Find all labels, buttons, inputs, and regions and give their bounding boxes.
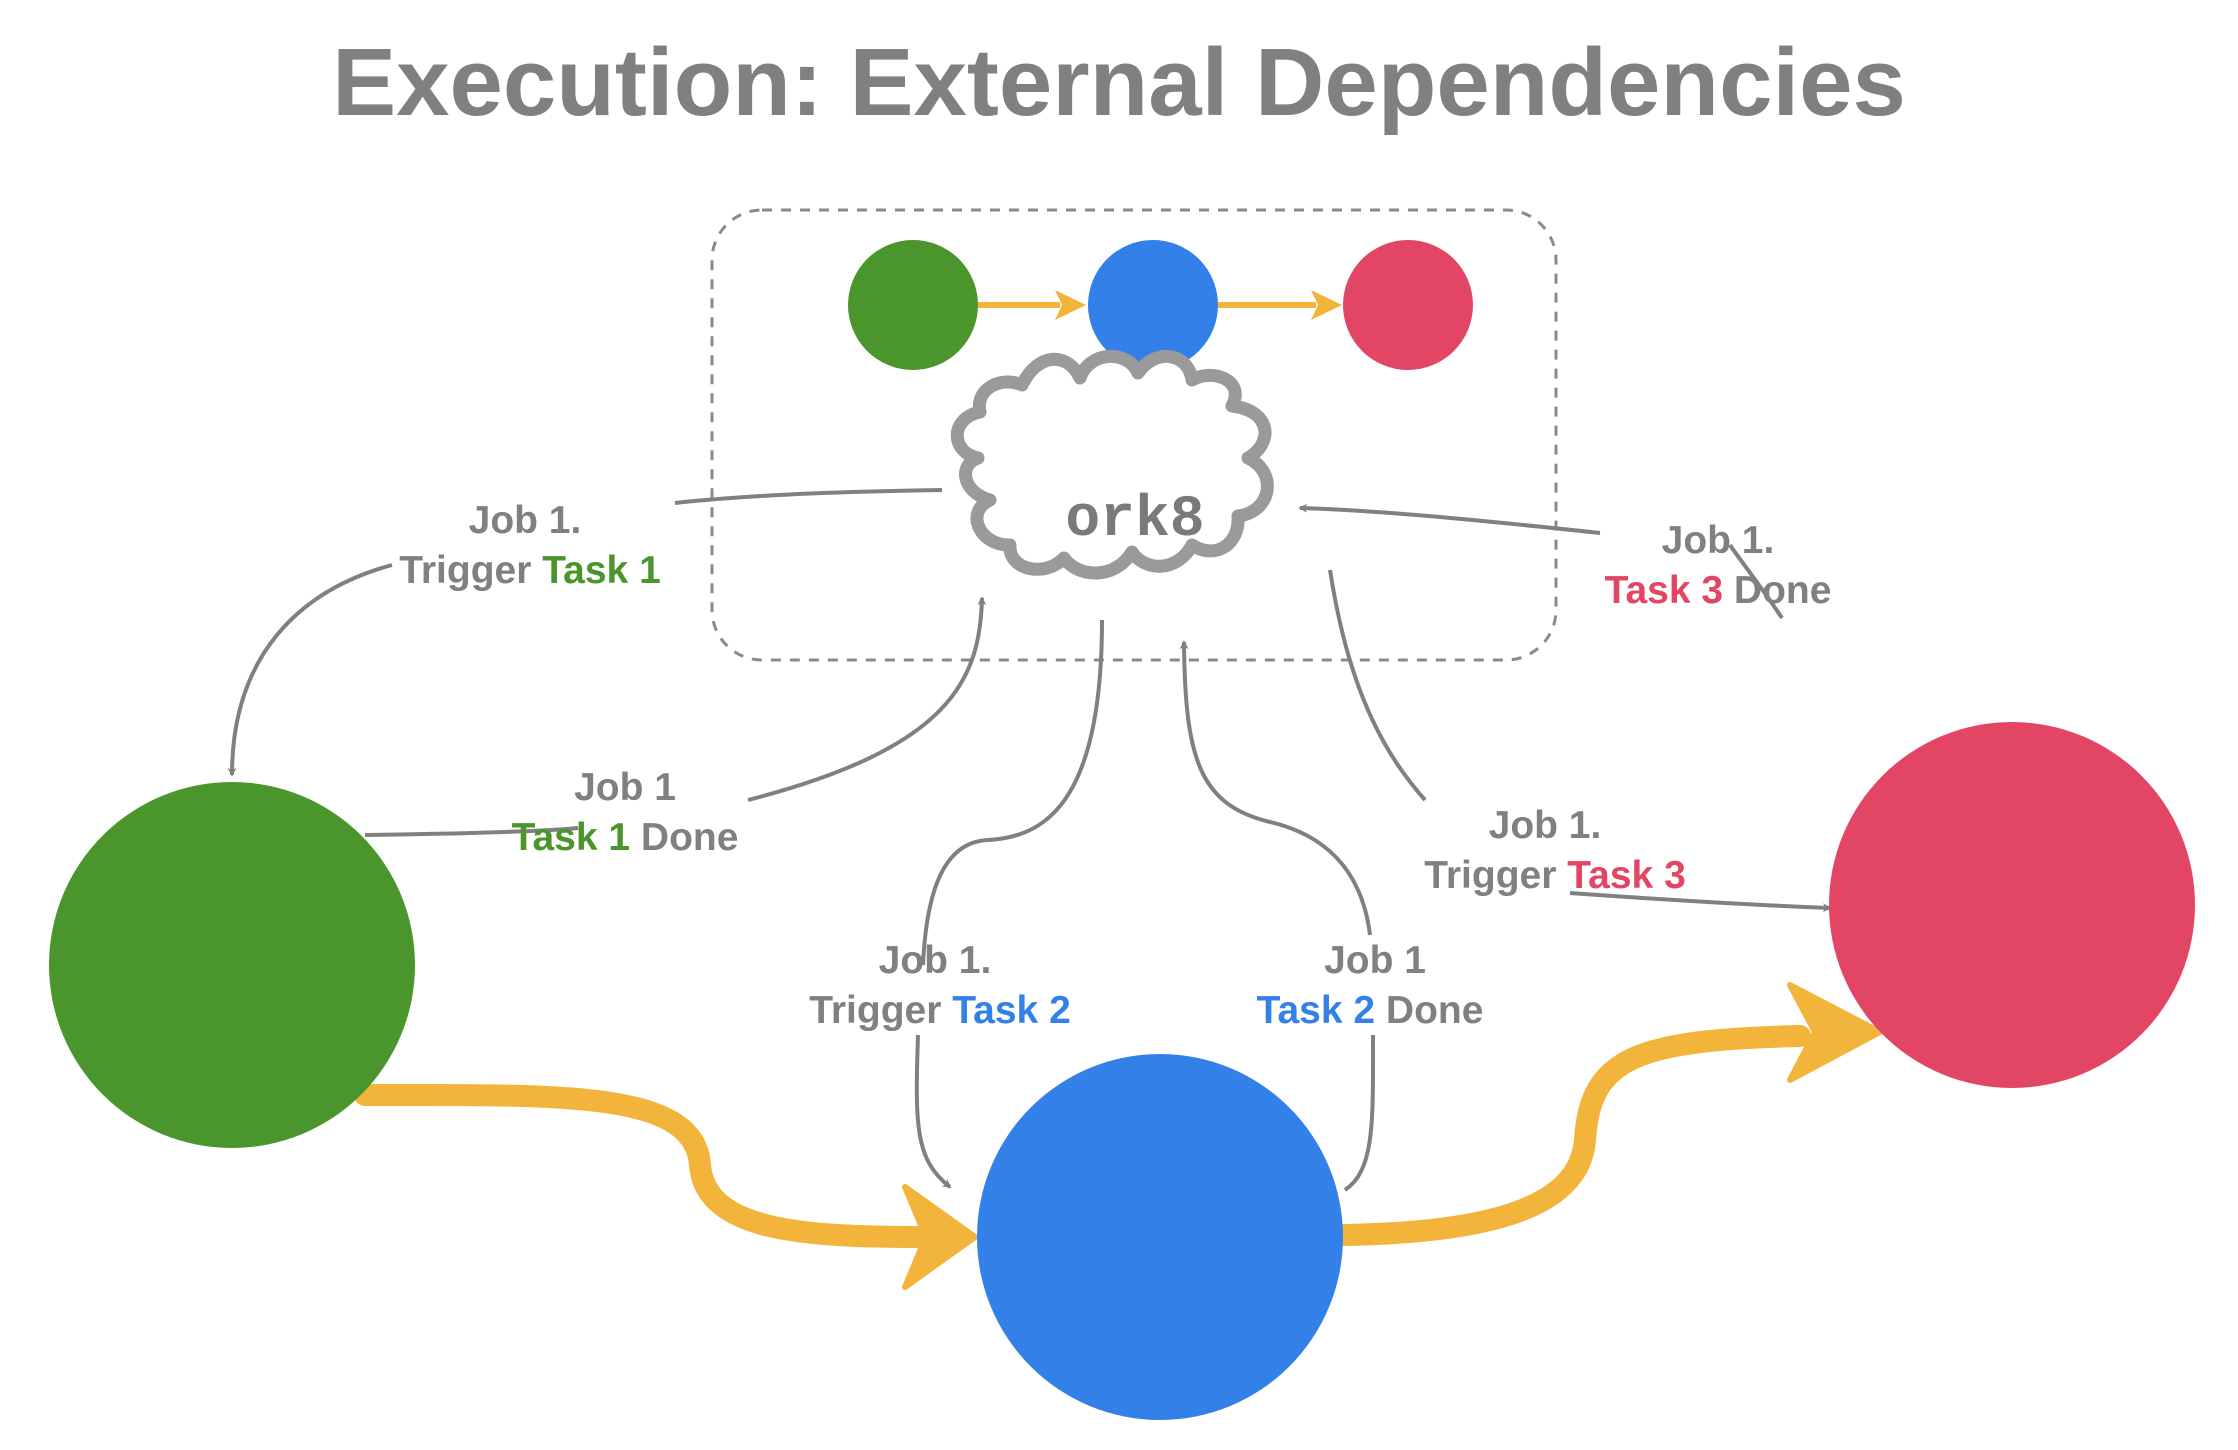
svg-text:Job 1: Job 1 (574, 766, 676, 809)
label-suffix: Done (1723, 569, 1831, 612)
ork8-cloud: ork8 (950, 349, 1274, 580)
label-prefix: Trigger (1424, 854, 1567, 897)
svg-text:Job 1.: Job 1. (1489, 804, 1602, 847)
svg-text:Trigger Task 3: Trigger Task 3 (1424, 854, 1686, 897)
arrow-trigger-task1-upper (674, 488, 943, 505)
label-task-name: Task 3 (1567, 854, 1686, 897)
task2-node (977, 1054, 1343, 1420)
label-job-line: Job 1. (469, 499, 582, 542)
label-trigger-task1: Job 1. Trigger Task 1 (399, 499, 661, 592)
mini-flow-arrowhead-1-2 (1055, 290, 1086, 320)
mini-dependency-chain (848, 240, 1473, 370)
arrow-task2-done (1184, 642, 1376, 1192)
svg-text:Task 2 Done: Task 2 Done (1257, 989, 1484, 1032)
svg-text:Trigger Task 1: Trigger Task 1 (399, 549, 661, 592)
diagram-title: Execution: External Dependencies (332, 29, 1906, 136)
orchestrator-boundary (710, 208, 1558, 662)
label-task-name: Task 1 (512, 816, 631, 859)
cloud-icon (950, 349, 1274, 580)
task3-node (1829, 722, 2195, 1088)
arrow-task3-done (1298, 503, 1601, 535)
label-task2-done: Job 1 Task 2 Done (1257, 939, 1484, 1032)
arrow-task1-done-lower (364, 826, 579, 837)
label-task-name: Task 2 (952, 989, 1071, 1032)
label-task-name: Task 1 (542, 549, 661, 592)
label-task3-done: Job 1. Task 3 Done (1605, 519, 1832, 612)
arrow-trigger-task3-upper (1328, 569, 1427, 802)
svg-text:Job 1.: Job 1. (879, 939, 992, 982)
flow-arrow-task1-to-task2 (354, 1083, 931, 1248)
label-task-name: Task 2 (1257, 989, 1376, 1032)
label-trigger-task2: Job 1. Trigger Task 2 (809, 939, 1071, 1032)
label-job-line: Job 1. (1662, 519, 1775, 562)
svg-text:Job 1.: Job 1. (1662, 519, 1775, 562)
label-task-name: Task 3 (1605, 569, 1724, 612)
orchestrator-label: ork8 (1065, 488, 1204, 553)
arrow-trigger-task1 (227, 563, 393, 777)
label-job-line: Job 1 (574, 766, 676, 809)
svg-text:Task 1 Done: Task 1 Done (512, 816, 739, 859)
arrow-trigger-task2 (914, 1034, 952, 1189)
svg-text:Job 1.: Job 1. (469, 499, 582, 542)
task-flow-arrows (354, 982, 1883, 1290)
mini-task3-node (1343, 240, 1473, 370)
svg-text:Job 1: Job 1 (1324, 939, 1426, 982)
svg-text:Task 3 Done: Task 3 Done (1605, 569, 1832, 612)
label-prefix: Trigger (809, 989, 952, 1032)
label-prefix: Trigger (399, 549, 542, 592)
mini-task1-node (848, 240, 978, 370)
label-suffix: Done (630, 816, 738, 859)
label-suffix: Done (1375, 989, 1483, 1032)
label-job-line: Job 1. (1489, 804, 1602, 847)
task1-node (49, 782, 415, 1148)
flow-arrowhead-task3 (1787, 982, 1883, 1083)
label-job-line: Job 1 (1324, 939, 1426, 982)
label-task1-done: Job 1 Task 1 Done (512, 766, 739, 859)
svg-text:Trigger Task 2: Trigger Task 2 (809, 989, 1071, 1032)
arrow-task1-done (747, 596, 987, 802)
flow-arrowhead-task2 (902, 1184, 978, 1290)
flow-arrow-task2-to-task3 (1334, 1025, 1811, 1246)
mini-flow-arrowhead-2-3 (1311, 290, 1342, 320)
arrow-task3-done-upper (1728, 543, 1784, 620)
arrow-trigger-task2-upper (921, 619, 1104, 966)
label-trigger-task3: Job 1. Trigger Task 3 (1424, 804, 1686, 897)
mini-task2-node (1088, 240, 1218, 370)
message-arrows (227, 488, 1832, 1192)
label-job-line: Job 1. (879, 939, 992, 982)
arrow-trigger-task3 (1569, 891, 1832, 913)
